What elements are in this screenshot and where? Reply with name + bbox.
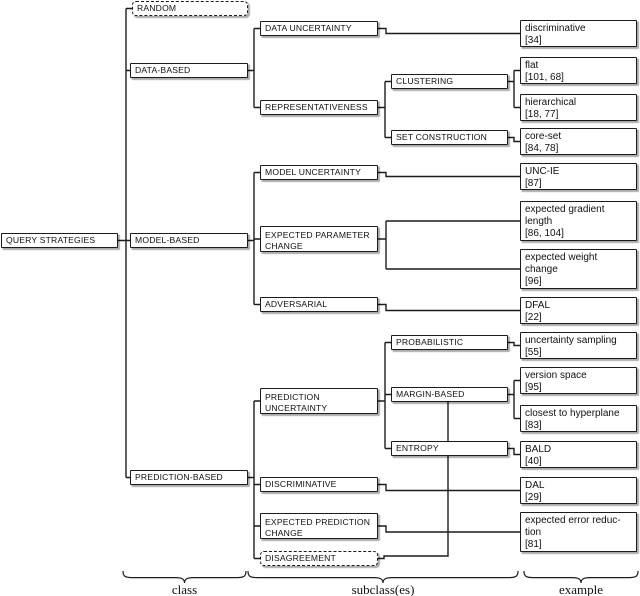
node-clustering: CLUSTERING [391,74,508,89]
example-label: closest to hyperplane [525,407,620,419]
legend-subclasses: subclass(es) [351,582,415,596]
example-version-space: version space [95] [520,367,637,394]
node-query-strategies: QUERY STRATEGIES [1,233,118,248]
example-dal: DAL [29] [520,477,637,504]
example-uncertainty-sampling: uncertainty sampling [55] [520,332,637,359]
brace-subclasses [247,570,519,584]
example-label: flat [525,59,539,71]
example-ref: [87] [525,177,542,189]
example-ref: [83] [525,419,542,431]
example-closest-to-hyperplane: closest to hyperplane [83] [520,405,637,432]
node-data-based: DATA-BASED [130,63,248,78]
node-entropy: ENTROPY [391,441,508,456]
example-label: DFAL [525,299,551,311]
example-bald: BALD [40] [520,441,637,468]
example-label: expected error reduc- tion [525,514,621,538]
node-adversarial: ADVERSARIAL [260,297,378,312]
example-ref: [95] [525,381,542,393]
example-label: discriminative [525,22,586,34]
node-set-construction: SET CONSTRUCTION [391,130,508,145]
example-flat: flat [101, 68] [520,57,637,84]
example-ref: [34] [525,34,542,46]
brace-class [122,570,247,584]
example-hierarchical: hierarchical [18, 77] [520,94,637,121]
node-model-uncertainty: MODEL UNCERTAINTY [260,165,378,180]
example-unc-ie: UNC-IE [87] [520,163,637,190]
example-label: version space [525,369,587,381]
node-prediction-uncertainty: PREDICTION UNCERTAINTY [260,388,378,414]
example-label: DAL [525,479,545,491]
example-label: core-set [525,130,562,142]
legend-examples: example [558,582,604,596]
example-label: uncertainty sampling [525,334,617,346]
example-label: BALD [525,443,552,455]
node-probabilistic: PROBABILISTIC [391,335,508,350]
example-label: hierarchical [525,96,577,108]
node-margin-based: MARGIN-BASED [391,387,508,402]
example-ref: [55] [525,346,542,358]
example-ref: [40] [525,455,542,467]
node-discriminative: DISCRIMINATIVE [260,477,378,492]
node-model-based: MODEL-BASED [130,233,248,248]
example-ref: [81] [525,539,542,551]
example-ref: [86, 104] [525,228,564,240]
example-expected-weight-change: expected weight change [96] [520,249,637,289]
node-representativeness: REPRESENTATIVENESS [260,100,378,115]
example-ref: [96] [525,276,542,288]
node-expected-prediction-change: EXPECTED PREDICTION CHANGE [260,513,378,539]
example-core-set: core-set [84, 78] [520,128,637,155]
brace-examples [523,570,639,584]
node-disagreement: DISAGREEMENT [260,551,378,566]
node-prediction-based: PREDICTION-BASED [130,470,248,485]
example-label: expected gradient length [525,203,605,227]
example-ref: [22] [525,311,542,323]
node-expected-parameter-change: EXPECTED PARAMETER CHANGE [260,226,378,252]
example-label: UNC-IE [525,165,560,177]
example-label: expected weight change [525,251,598,275]
example-dfal: DFAL [22] [520,297,637,324]
example-ref: [29] [525,491,542,503]
legend-class: class [171,582,198,596]
example-ref: [101, 68] [525,71,564,83]
example-discriminative: discriminative [34] [520,20,637,47]
node-random: RANDOM [132,1,248,16]
example-expected-gradient-length: expected gradient length [86, 104] [520,201,637,241]
example-expected-error-reduction: expected error reduc- tion [81] [520,512,637,552]
example-ref: [18, 77] [525,108,559,120]
node-data-uncertainty: DATA UNCERTAINTY [260,21,378,36]
example-ref: [84, 78] [525,142,559,154]
